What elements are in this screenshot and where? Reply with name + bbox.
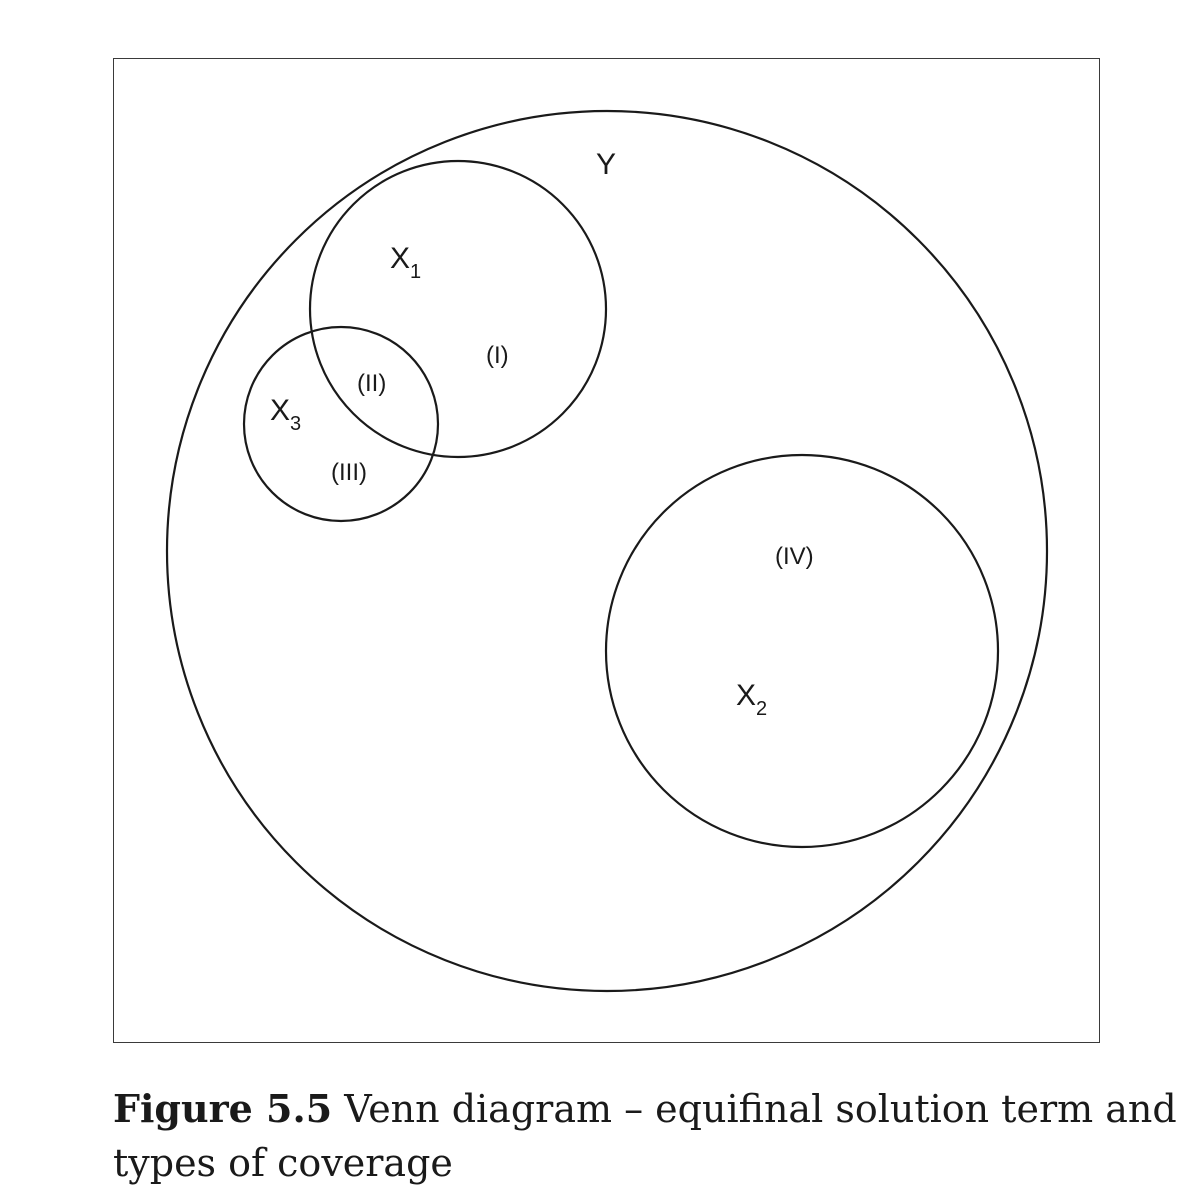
set-label-x3: X3 bbox=[270, 394, 301, 435]
region-label-iv: (IV) bbox=[775, 543, 814, 570]
region-label-iii: (III) bbox=[331, 459, 367, 486]
set-circle-x2 bbox=[604, 453, 1000, 849]
set-label-y: Y bbox=[596, 148, 616, 181]
figure-caption-text: Venn diagram – equifinal solution term a… bbox=[113, 1087, 1177, 1185]
region-label-i: (I) bbox=[486, 342, 509, 369]
figure-caption: Figure 5.5 Venn diagram – equifinal solu… bbox=[113, 1082, 1188, 1190]
figure-number: Figure 5.5 bbox=[113, 1086, 333, 1131]
set-circle-x3 bbox=[242, 325, 440, 523]
set-label-x1: X1 bbox=[390, 242, 421, 283]
set-label-x2: X2 bbox=[736, 679, 767, 720]
set-circle-x1 bbox=[308, 159, 608, 459]
set-circle-y bbox=[165, 109, 1049, 993]
region-label-ii: (II) bbox=[357, 370, 386, 397]
figure-frame bbox=[113, 58, 1100, 1043]
